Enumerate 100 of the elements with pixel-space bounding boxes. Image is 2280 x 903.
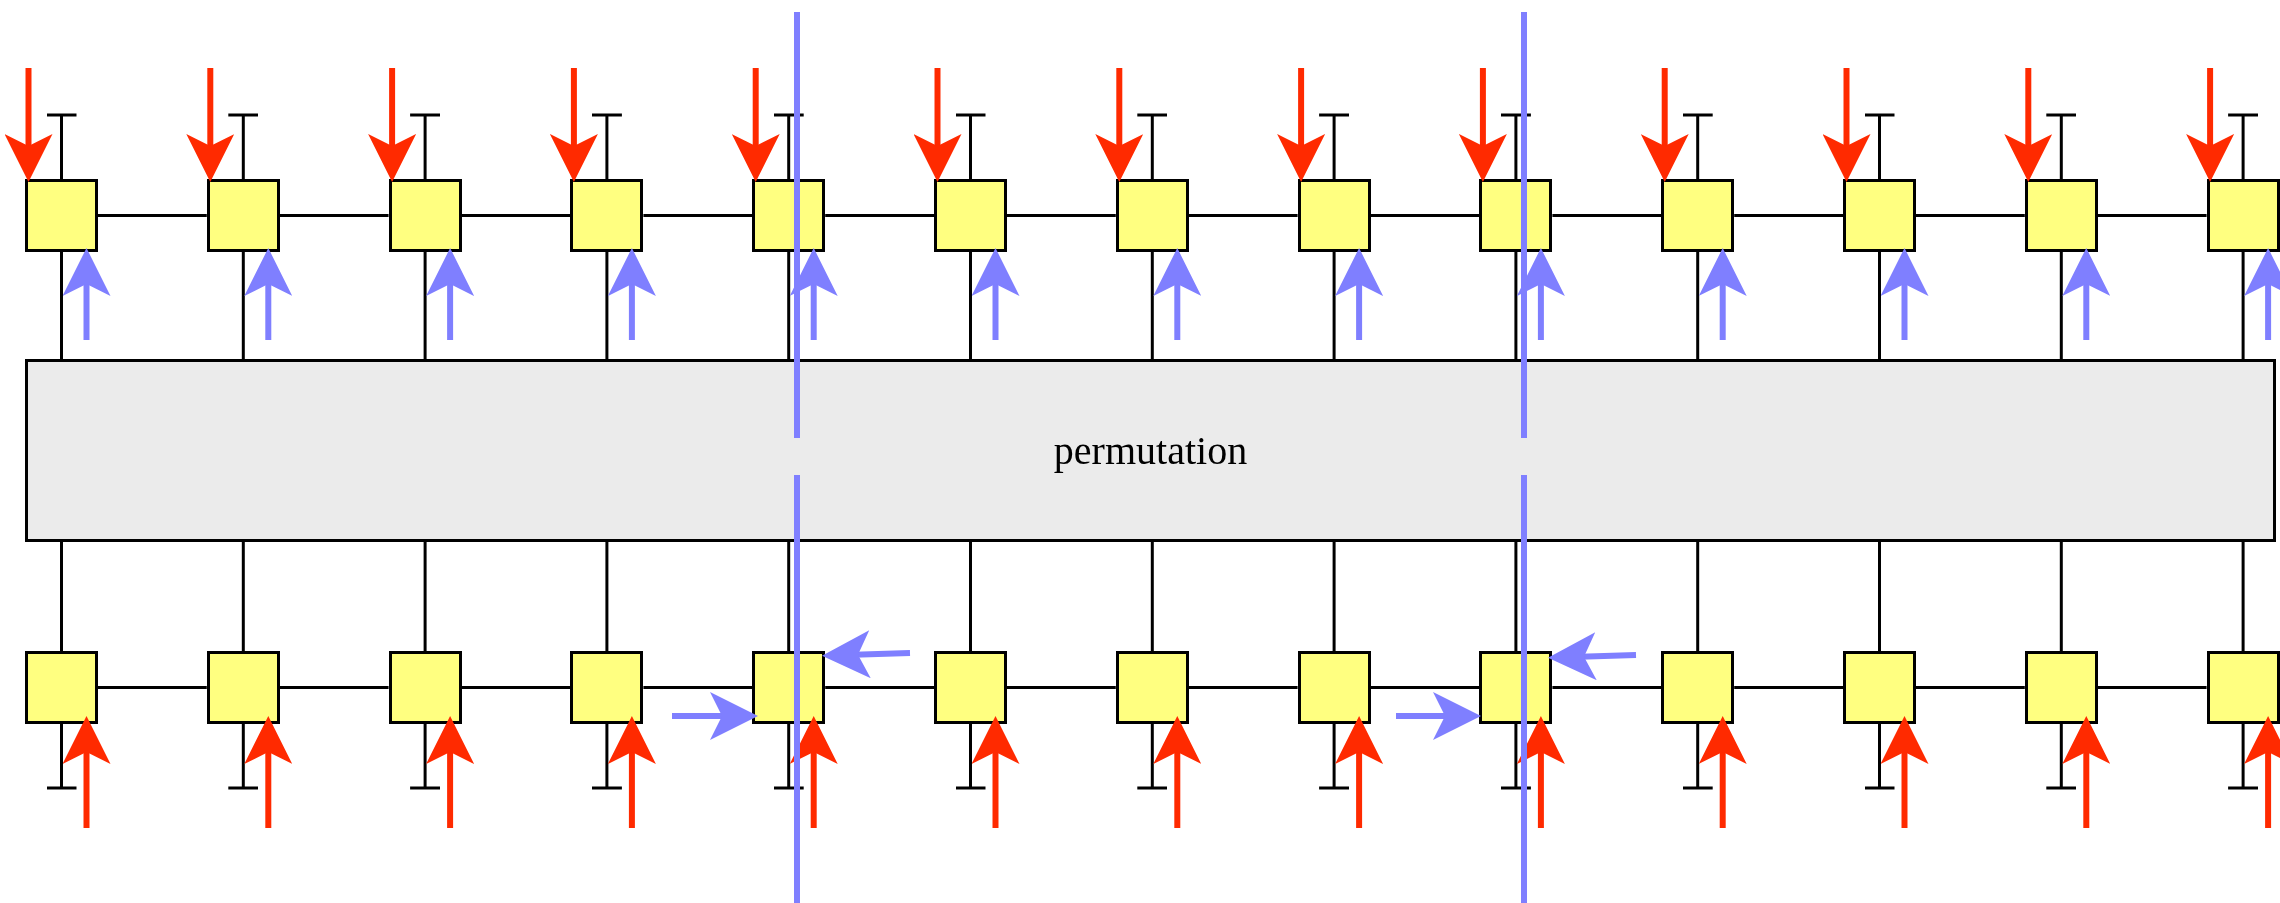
connector-line — [1696, 252, 1700, 359]
connector-line — [1734, 686, 1843, 689]
tensor-box — [934, 179, 1007, 252]
connector-line — [2241, 542, 2245, 651]
connector-line — [605, 542, 609, 651]
tensor-box — [1115, 179, 1189, 252]
connector-line — [461, 214, 571, 217]
connector-line — [1007, 214, 1116, 217]
connector-line — [60, 542, 63, 651]
connector-line — [1150, 252, 1154, 359]
connector-line — [279, 686, 389, 689]
tensor-box — [570, 651, 644, 724]
terminated-leg — [408, 724, 442, 790]
connector-line — [461, 686, 571, 689]
terminated-leg — [226, 724, 260, 790]
connector-line — [241, 252, 245, 359]
tensor-box — [388, 179, 462, 252]
connector-line — [1332, 252, 1336, 359]
terminated-leg — [2226, 113, 2260, 179]
tensor-box — [2024, 651, 2098, 724]
connector-line — [279, 214, 389, 217]
tensor-box — [25, 179, 98, 252]
connector-line — [60, 252, 63, 359]
connector-line — [2097, 214, 2207, 217]
tensor-box — [1115, 651, 1189, 724]
connector-line — [825, 686, 934, 689]
terminated-leg — [2226, 724, 2260, 790]
terminated-leg — [1863, 724, 1896, 790]
tensor-box — [1479, 179, 1553, 252]
terminated-leg — [772, 724, 806, 790]
tensor-box — [2206, 651, 2280, 724]
connector-line — [1878, 542, 1881, 651]
terminated-leg — [590, 724, 624, 790]
terminated-leg — [1317, 724, 1351, 790]
connector-line — [423, 542, 427, 651]
connector-line — [643, 214, 753, 217]
terminated-leg — [408, 113, 442, 179]
terminated-leg — [1499, 113, 1533, 179]
terminated-leg — [226, 113, 260, 179]
connector-line — [1188, 686, 1298, 689]
connector-line — [1916, 686, 2025, 689]
tensor-box — [752, 179, 826, 252]
tensor-box — [1843, 179, 1916, 252]
permutation-box — [25, 359, 2276, 542]
terminated-leg — [45, 724, 78, 790]
connector-line — [1332, 542, 1336, 651]
connector-line — [1370, 686, 1480, 689]
connector-line — [2059, 252, 2063, 359]
tensor-box — [752, 651, 826, 724]
tensor-box — [1661, 179, 1735, 252]
terminated-leg — [1317, 113, 1351, 179]
connector-line — [2097, 686, 2207, 689]
terminated-leg — [1135, 724, 1169, 790]
connector-line — [1734, 214, 1843, 217]
connector-line — [969, 542, 972, 651]
terminated-leg — [590, 113, 624, 179]
tensor-box — [1297, 179, 1371, 252]
terminated-leg — [772, 113, 806, 179]
connector-line — [1552, 686, 1662, 689]
connector-line — [423, 252, 427, 359]
box-label: permutation — [1053, 427, 1248, 474]
terminated-leg — [954, 724, 987, 790]
connector-line — [825, 214, 934, 217]
connector-line — [98, 686, 207, 689]
connector-line — [787, 252, 791, 359]
terminated-leg — [1499, 724, 1533, 790]
terminated-leg — [1681, 724, 1715, 790]
connector-line — [1696, 542, 1700, 651]
tensor-box — [1479, 651, 1553, 724]
connector-line — [643, 686, 753, 689]
tensor-box — [570, 179, 644, 252]
terminated-leg — [45, 113, 78, 179]
connector-line — [1878, 252, 1881, 359]
connector-line — [1150, 542, 1154, 651]
terminated-leg — [2044, 113, 2078, 179]
connector-line — [98, 214, 207, 217]
terminated-leg — [1681, 113, 1715, 179]
connector-line — [1514, 542, 1518, 651]
connector-line — [1370, 214, 1480, 217]
connector-line — [1188, 214, 1298, 217]
tensor-box — [388, 651, 462, 724]
terminated-leg — [2044, 724, 2078, 790]
tensor-box — [1661, 651, 1735, 724]
connector-line — [1916, 214, 2025, 217]
tensor-box — [1297, 651, 1371, 724]
tensor-box — [2024, 179, 2098, 252]
connector-line — [1007, 686, 1116, 689]
tensor-box — [2206, 179, 2280, 252]
connector-line — [969, 252, 972, 359]
tensor-box — [206, 179, 280, 252]
tensor-box — [1843, 651, 1916, 724]
terminated-leg — [1135, 113, 1169, 179]
terminated-leg — [954, 113, 987, 179]
connector-line — [1552, 214, 1662, 217]
connector-line — [1514, 252, 1518, 359]
terminated-leg — [1863, 113, 1896, 179]
connector-line — [2059, 542, 2063, 651]
connector-line — [787, 542, 791, 651]
connector-line — [2241, 252, 2245, 359]
tensor-box — [25, 651, 98, 724]
